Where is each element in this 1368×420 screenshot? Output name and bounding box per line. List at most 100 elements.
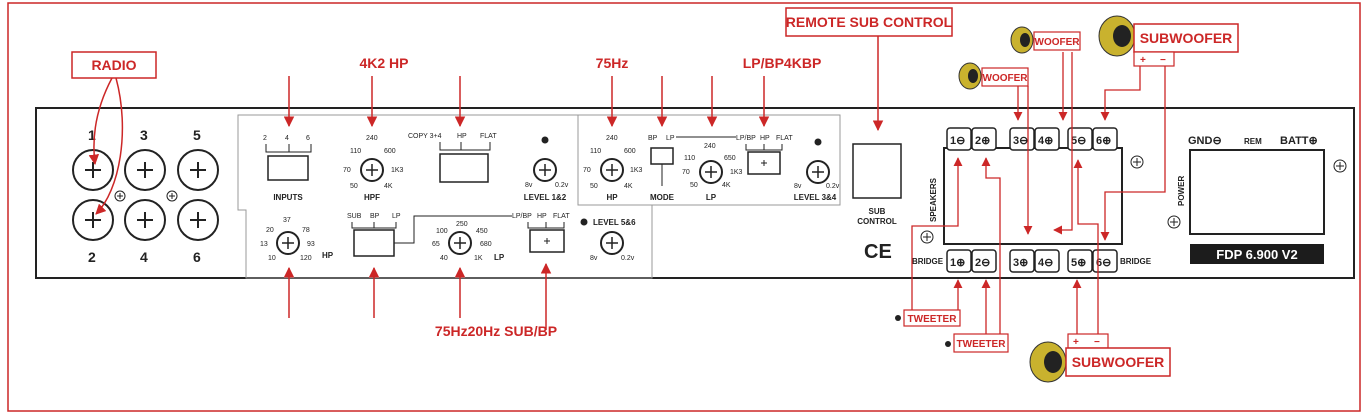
dial-tick: 1K <box>474 255 483 262</box>
tweeter-icon <box>895 315 901 321</box>
remote-sub-box <box>785 7 953 37</box>
hpf-switch-label-hp: HP <box>457 133 467 140</box>
ch56-mode-switch[interactable] <box>353 229 395 257</box>
level-3-4-min: 8v <box>794 183 802 190</box>
terminal-1-neg[interactable] <box>946 127 972 151</box>
subwoofer-top-label: SUBWOOFER <box>1140 30 1233 46</box>
terminal-3-pos[interactable] <box>1009 249 1035 273</box>
inputs-switch-label-6: 6 <box>306 135 310 142</box>
ch56-switch-lpbp: LP/BP <box>512 213 532 220</box>
terminal-label: 1⊖ <box>950 135 965 147</box>
level-3-4-label: LEVEL 3&4 <box>794 193 837 202</box>
terminal-6-pos[interactable] <box>1092 127 1118 151</box>
subwoofer-bottom-box <box>1065 347 1171 377</box>
indicator-dot <box>814 138 822 146</box>
amplifier-panel <box>35 107 1355 279</box>
subwoofer-bottom-label: SUBWOOFER <box>1072 354 1165 370</box>
power-terminal-block[interactable] <box>1189 149 1325 235</box>
dial-tick: 240 <box>366 135 378 142</box>
terminal-label: 5⊕ <box>1071 257 1086 269</box>
level-5-6-label: LEVEL 5&6 <box>593 218 636 227</box>
terminal-1-pos[interactable] <box>946 249 972 273</box>
input-number-1: 1 <box>88 127 96 143</box>
dial-tick: 40 <box>440 255 448 262</box>
batt-label: BATT⊕ <box>1280 135 1318 147</box>
polarity-minus: − <box>1160 55 1166 66</box>
terminal-4-neg[interactable] <box>1034 249 1060 273</box>
tweeter-1-label: TWEETER <box>908 314 958 325</box>
sub-control-port[interactable] <box>852 143 902 199</box>
woofer-top-callout: WOOFER <box>1010 26 1081 54</box>
terminal-label: 3⊖ <box>1013 135 1028 147</box>
dial-tick: 70 <box>682 169 690 176</box>
power-label: POWER <box>1177 176 1186 206</box>
dial-tick: 100 <box>436 228 448 235</box>
dial-tick: 1K3 <box>630 167 643 174</box>
terminal-2-neg[interactable] <box>971 249 997 273</box>
dial-tick: 70 <box>343 167 351 174</box>
ch34-mode-bp: BP <box>648 135 658 142</box>
input-number-2: 2 <box>88 249 96 265</box>
level-1-2-min: 8v <box>525 182 533 189</box>
dial-tick: 37 <box>283 217 291 224</box>
ch34-switch-lpbp: LP/BP <box>736 135 756 142</box>
hpf-mode-switch[interactable] <box>439 153 489 183</box>
ch34-mode-switch[interactable] <box>650 147 674 165</box>
ch34-mode-label: MODE <box>650 193 675 202</box>
hz75-annotation: 75Hz <box>596 55 629 71</box>
terminal-label: 2⊕ <box>975 135 990 147</box>
model-name: FDP 6.900 V2 <box>1216 247 1297 262</box>
dial-tick: 110 <box>350 148 361 155</box>
inputs-switch-group: 2 4 6 INPUTS <box>263 76 312 202</box>
radio-callout: RADIO <box>71 51 157 215</box>
ch56-switch-hp: HP <box>537 213 547 220</box>
speakers-block: SPEAKERS 1⊖ 2⊕ 3⊖ 4⊕ 5⊖ 6⊕ 1⊕ 2⊖ 3⊕ 4⊖ 5… <box>912 127 1152 273</box>
woofer-mid-box <box>981 67 1029 87</box>
hpf-group: 4K2 HP 240 110 600 70 1K3 50 4K HPF COPY… <box>343 55 569 202</box>
ch34-lp-label: LP <box>706 193 717 202</box>
tweeter-1-callout: TWEETER <box>895 309 961 327</box>
ch34-switch-flat: FLAT <box>776 135 793 142</box>
speaker-wiring <box>911 52 1166 334</box>
bridge-right-label: BRIDGE <box>1120 257 1152 266</box>
dial-tick: 4K <box>722 182 731 189</box>
dial-tick: 240 <box>704 143 716 150</box>
inputs-selector-switch[interactable] <box>267 155 309 181</box>
speaker-cone-icon <box>1113 25 1131 47</box>
level-5-6-min: 8v <box>590 255 598 262</box>
ch34-group: 75Hz LP/BP4KBP 240 110 600 70 1K3 50 4K … <box>583 55 840 202</box>
speaker-cone-icon <box>968 69 978 83</box>
tweeter-2-box <box>953 333 1009 353</box>
ch56-group: 37 20 78 13 93 10 120 HP SUB BP LP 250 1… <box>260 213 636 339</box>
terminal-label: 4⊖ <box>1038 257 1053 269</box>
terminal-5-pos[interactable] <box>1067 249 1093 273</box>
dial-tick: 250 <box>456 221 468 228</box>
inputs-switch-label-4: 4 <box>285 135 289 142</box>
terminal-4-pos[interactable] <box>1034 127 1060 151</box>
dial-tick: 600 <box>624 148 636 155</box>
remote-sub-annotation: REMOTE SUB CONTROL <box>786 14 953 30</box>
terminal-label: 5⊖ <box>1071 135 1086 147</box>
ch56-mode-lp: LP <box>392 213 401 220</box>
input-number-5: 5 <box>193 127 201 143</box>
dial-tick: 78 <box>302 227 310 234</box>
sub-control-line1: SUB <box>869 207 886 216</box>
ch56-mode-sub: SUB <box>347 213 362 220</box>
terminal-label: 6⊕ <box>1096 135 1111 147</box>
dial-tick: 93 <box>307 241 315 248</box>
level-1-2-label: LEVEL 1&2 <box>524 193 567 202</box>
ch56-switch-flat: FLAT <box>553 213 570 220</box>
dial-tick: 110 <box>590 148 601 155</box>
terminal-5-neg[interactable] <box>1067 127 1093 151</box>
terminal-6-neg[interactable] <box>1092 249 1118 273</box>
dial-tick: 600 <box>384 148 396 155</box>
input-jacks: 1 3 5 2 4 6 <box>72 127 219 265</box>
woofer-mid-label: WOOFER <box>983 73 1029 84</box>
polarity-plus: + <box>1073 337 1079 348</box>
dial-tick: 680 <box>480 241 492 248</box>
level-3-4-max: 0.2v <box>826 183 840 190</box>
sub-control-line2: CONTROL <box>857 217 897 226</box>
polarity-plus: + <box>1140 55 1146 66</box>
terminal-2-pos[interactable] <box>971 127 997 151</box>
dial-tick: 120 <box>300 255 312 262</box>
